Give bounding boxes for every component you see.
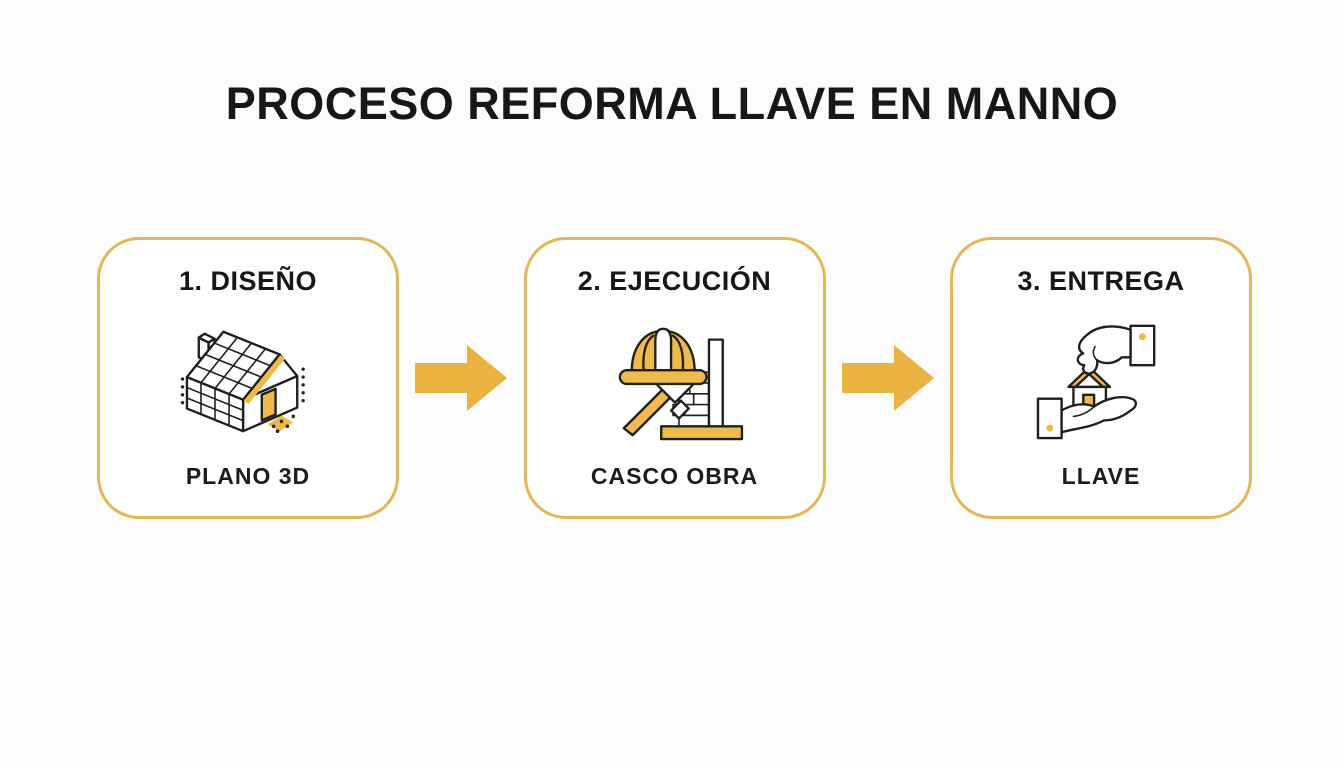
step-heading: 2. EJECUCIÓN [577, 266, 772, 296]
connector-zone [826, 237, 951, 519]
step-label: PLANO 3D [185, 463, 311, 489]
step-icon-wrap [606, 297, 744, 463]
page-title: PROCESO REFORMA LLAVE EN MANNO [225, 78, 1119, 129]
arrow-right-icon [415, 345, 508, 411]
step-heading: 3. ENTREGA [1017, 266, 1185, 296]
connector-zone [399, 237, 524, 519]
step-heading: 1. DISEÑO [178, 266, 318, 296]
step-card-ejecucion: 2. EJECUCIÓN [523, 237, 826, 519]
house-3d-icon [180, 330, 305, 433]
step-label: LLAVE [1061, 463, 1141, 489]
step-card-diseno: 1. DISEÑO [97, 237, 399, 519]
step-card-entrega: 3. ENTREGA [950, 237, 1252, 519]
arrow-right-icon [841, 345, 934, 411]
step-icon-wrap [1032, 297, 1170, 463]
hand-delivering-house-icon [1036, 324, 1156, 440]
step-label: CASCO OBRA [590, 463, 759, 489]
step-icon-wrap [179, 297, 317, 463]
hardhat-hammer-wall-icon [618, 327, 743, 441]
steps-row: 1. DISEÑO [97, 237, 1252, 519]
